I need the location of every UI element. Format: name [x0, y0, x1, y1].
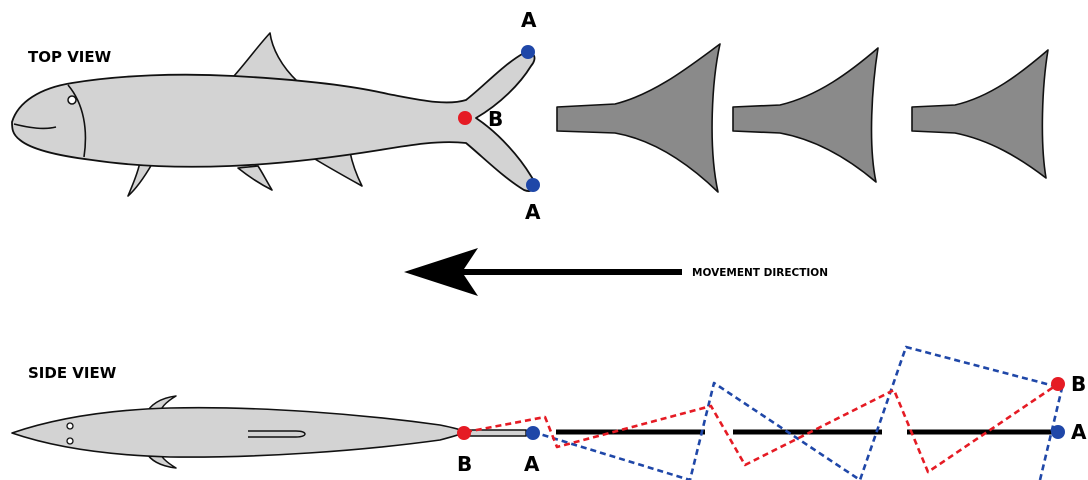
top-view: TOP VIEW A B A	[11, 8, 1049, 224]
end-point-b	[1051, 377, 1065, 391]
left-arrow-icon	[404, 248, 478, 296]
gill-line	[67, 84, 87, 158]
side-tail-stalk	[465, 429, 527, 437]
fish-body-side	[11, 406, 467, 458]
point-a-trace	[532, 345, 1064, 480]
point-b-top-label: B	[488, 107, 503, 131]
side-point-b-label: B	[457, 452, 472, 476]
tail-silhouette-2	[732, 47, 879, 183]
dorsal-fin	[233, 32, 299, 83]
top-view-label: TOP VIEW	[28, 48, 112, 66]
point-a-upper	[521, 45, 535, 59]
point-b-trace	[465, 382, 1059, 474]
tail-silhouette-3	[911, 49, 1049, 179]
end-point-a	[1051, 425, 1065, 439]
side-view: SIDE VIEW B A B A	[11, 345, 1087, 480]
point-a-lower-label: A	[525, 200, 541, 224]
side-eye-icon-1	[66, 422, 74, 430]
lateral-mark	[248, 430, 306, 438]
pelvic-fin	[237, 165, 273, 191]
anal-fin	[309, 151, 363, 187]
fish-body-top	[11, 51, 536, 192]
point-b-top	[458, 111, 472, 125]
point-a-upper-label: A	[521, 8, 537, 32]
movement-indicator: MOVEMENT DIRECTION	[404, 248, 828, 296]
point-a-lower	[526, 178, 540, 192]
tail-silhouette-1	[556, 43, 721, 193]
eye-icon	[67, 95, 77, 105]
end-point-a-label: A	[1071, 420, 1087, 444]
movement-direction-label: MOVEMENT DIRECTION	[692, 267, 828, 279]
side-view-label: SIDE VIEW	[28, 364, 117, 382]
mouth-line	[13, 123, 57, 130]
side-point-a	[526, 426, 540, 440]
side-point-b	[457, 426, 471, 440]
side-eye-icon-2	[66, 437, 74, 445]
end-point-b-label: B	[1071, 372, 1086, 396]
side-point-a-label: A	[524, 452, 540, 476]
pectoral-fin	[127, 161, 153, 197]
